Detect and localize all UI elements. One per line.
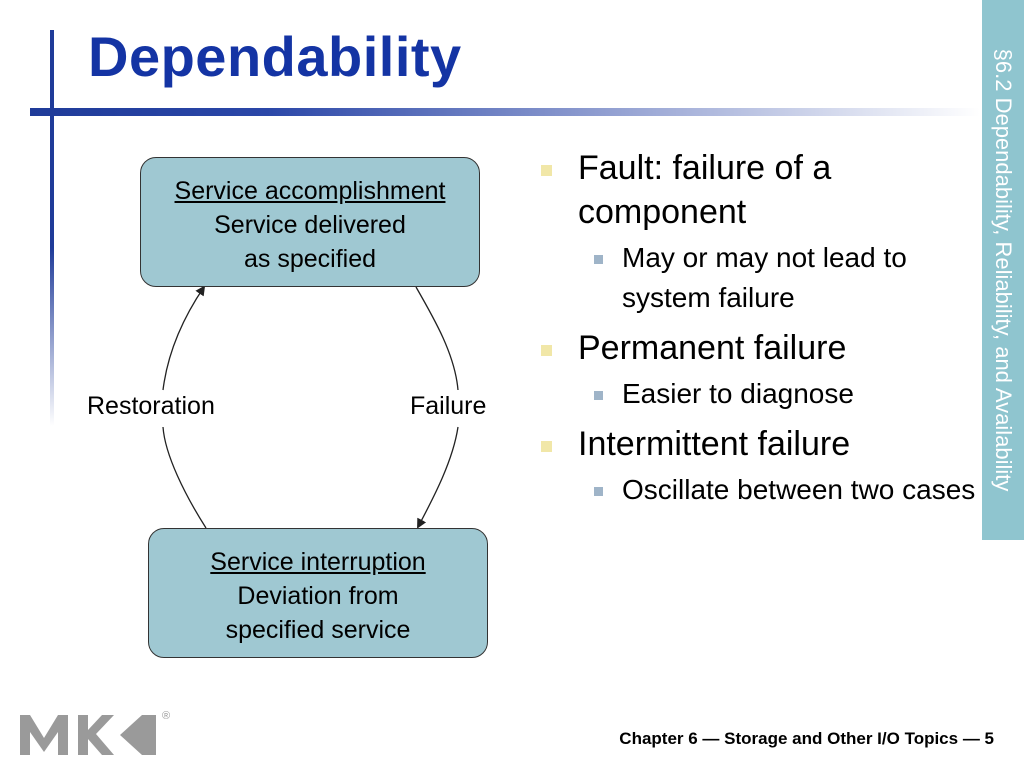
state-service-accomplishment: Service accomplishment Service delivered… (140, 157, 480, 287)
state-description-line: specified service (225, 616, 411, 644)
accent-horizontal-bar (30, 108, 980, 116)
state-heading: Service accomplishment (174, 177, 446, 205)
state-description-line: as specified (243, 245, 377, 273)
section-tab-label: §6.2 Dependability, Reliability, and Ava… (991, 48, 1016, 492)
transition-arrows (162, 0, 459, 700)
edge-label-restoration: Restoration (87, 392, 215, 420)
sub-bullet-item: May or may not lead to system failure (538, 238, 978, 318)
restoration-arrow (162, 287, 206, 529)
state-description-line: Deviation from (237, 582, 399, 610)
slide-footer: Chapter 6 — Storage and Other I/O Topics… (619, 729, 994, 748)
bullet-list: Fault: failure of a component May or may… (538, 146, 978, 518)
section-tab (982, 0, 1024, 540)
sub-bullet-item: Oscillate between two cases (538, 470, 978, 510)
accent-vertical-bar (50, 30, 54, 426)
slide-title: Dependability (88, 25, 462, 88)
failure-arrow (416, 286, 459, 527)
registered-mark: ® (162, 710, 170, 722)
state-heading: Service interruption (210, 548, 426, 576)
bullet-item: Permanent failure (538, 326, 978, 370)
edge-label-failure: Failure (410, 392, 487, 420)
publisher-logo: ® (20, 710, 170, 755)
bullet-item: Fault: failure of a component (538, 146, 978, 234)
bullet-item: Intermittent failure (538, 422, 978, 466)
sub-bullet-item: Easier to diagnose (538, 374, 978, 414)
state-service-interruption: Service interruption Deviation from spec… (148, 528, 488, 658)
state-description-line: Service delivered (214, 211, 406, 239)
